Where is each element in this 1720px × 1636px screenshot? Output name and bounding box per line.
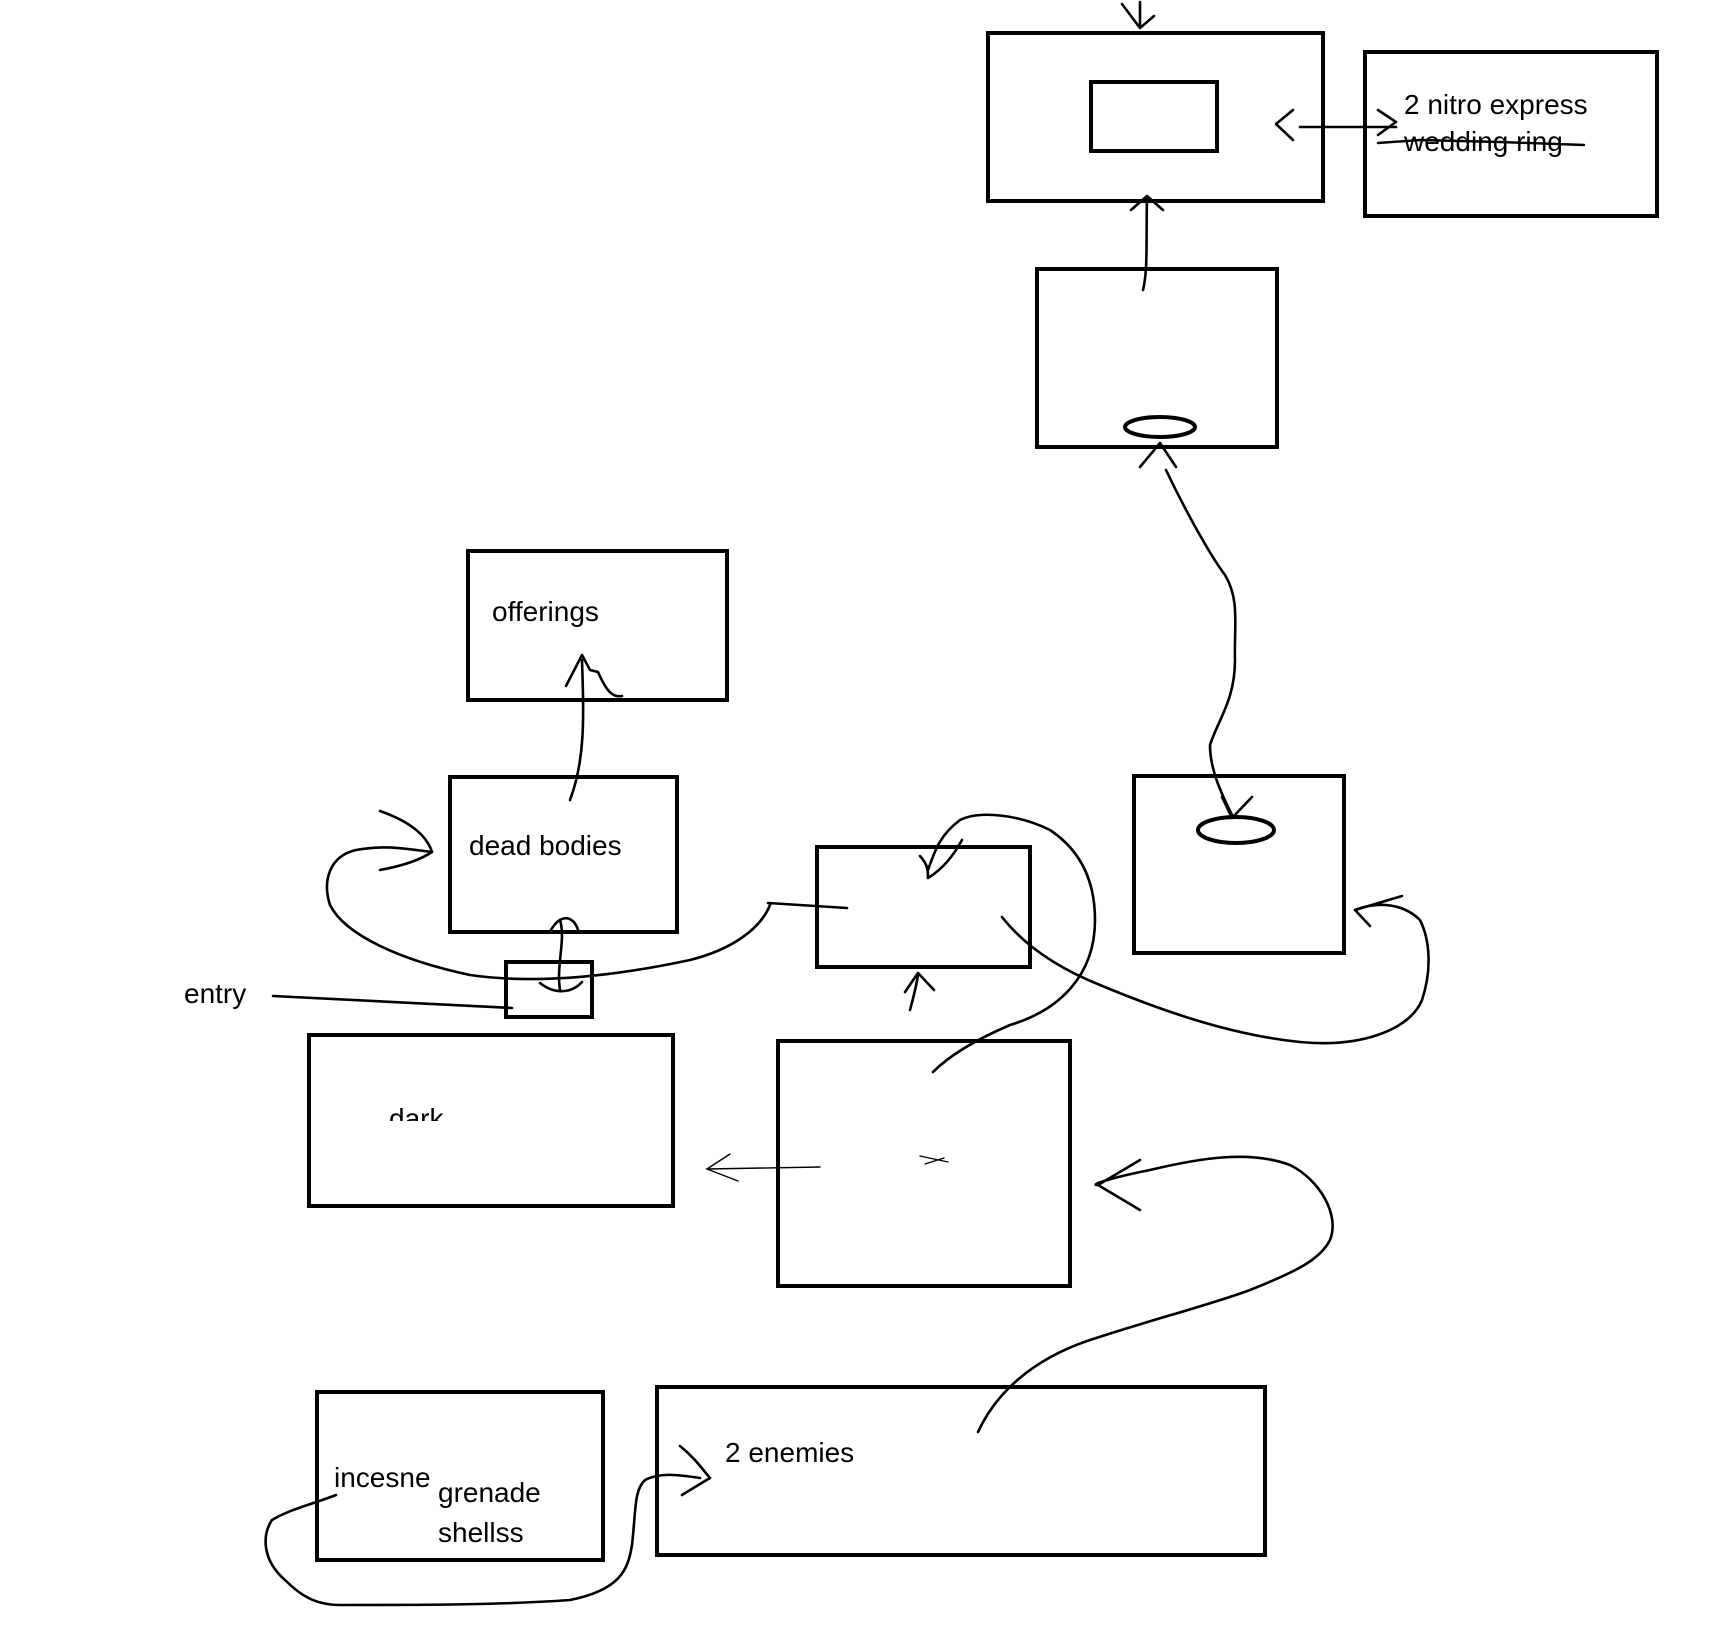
shaft-up-arrowhead [1129,194,1165,212]
dark-label-clip [380,1121,460,1133]
middle-room [815,845,1032,969]
dark-arrowhead [705,1153,739,1182]
offerings-connector [568,658,585,802]
entry-room [504,960,594,1019]
supply-room [315,1390,605,1562]
hole-arrowhead-up [1138,441,1178,469]
shells-label: shellss [438,1517,524,1548]
supply-connector [264,1473,702,1607]
enemies-connector [976,1155,1334,1434]
top-room-inner-box [1089,80,1219,153]
incense-label: incesne [334,1462,431,1493]
dead-bodies-room [448,775,679,934]
entry-pointer-line [271,994,514,1010]
big-room-squiggle [919,1155,949,1165]
hole-connector [1164,468,1237,817]
loot-arrowhead-right [1376,108,1398,137]
west-loop-arrowhead [378,809,434,872]
offerings-arrowhead [564,653,624,698]
middle-loop-connector [926,813,1097,1074]
top-entrance-arrow [1120,0,1156,30]
loot-arrowhead-left [1274,108,1295,142]
east-loop-arrowhead [1353,894,1404,928]
upper-hole-icon [1123,415,1197,439]
lower-hole-icon [1196,815,1276,845]
entry-label: entry [184,978,246,1009]
big-room [776,1039,1072,1288]
loot-label-nitro: 2 nitro express [1404,89,1588,120]
dark-connector [706,1166,821,1170]
entry-up-arrowhead [548,916,580,934]
upper-shaft-room [1035,267,1279,449]
lower-shaft-room [1132,774,1346,955]
west-loop-connector [325,846,772,981]
loot-room [1363,50,1659,218]
top-room [986,31,1325,203]
grenade-label: grenade [438,1477,541,1508]
offerings-room [466,549,729,702]
entry-up-connector [557,918,564,992]
middle-up-connector [908,973,920,1012]
entry-hook [538,980,584,993]
ring-strikethrough [1376,138,1586,147]
middle-loop-arrowhead [918,838,964,880]
middle-left-connector [766,901,849,910]
middle-up-arrowhead [903,971,936,994]
shaft-up-connector [1141,196,1149,292]
dark-room [307,1033,675,1208]
enemies-room [655,1385,1267,1557]
enemies-label: 2 enemies [725,1437,854,1468]
enemies-arrowhead [1096,1158,1142,1212]
offerings-label: offerings [492,596,599,627]
supply-arrowhead [678,1444,712,1497]
dead-bodies-label: dead bodies [469,830,622,861]
east-loop-connector [1000,903,1430,1045]
hole-arrowhead-down [1220,795,1254,820]
